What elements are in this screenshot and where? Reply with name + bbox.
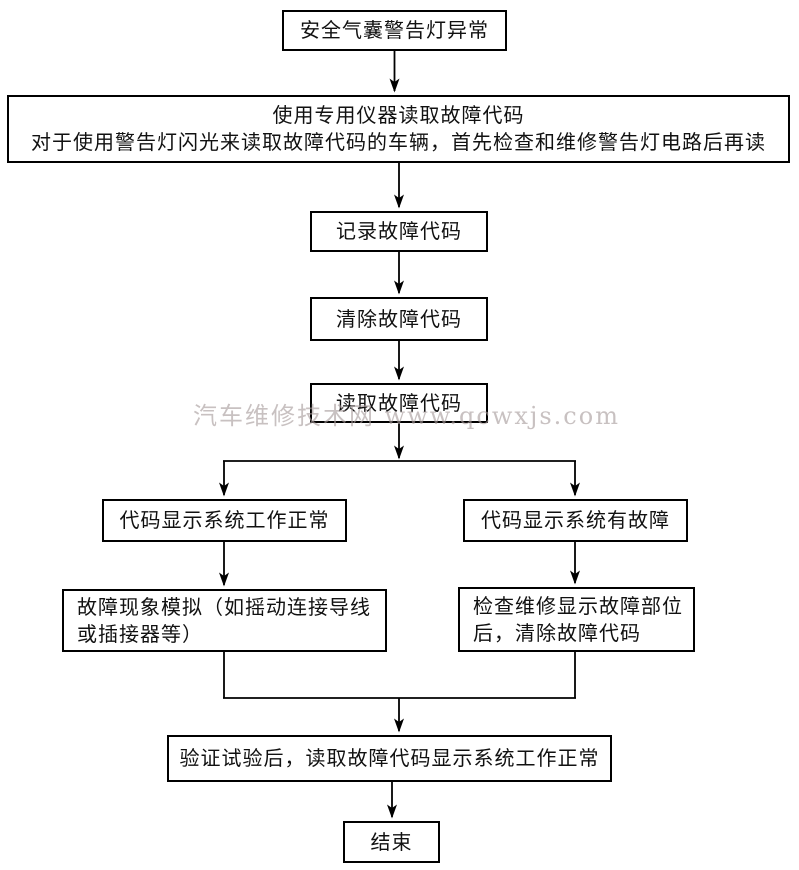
node-read-line2: 对于使用警告灯闪光来读取故障代码的车辆，首先检查和维修警告灯电路后再读 [31, 130, 766, 154]
node-code-fault: 代码显示系统有故障 [463, 499, 688, 542]
node-read-line1: 使用专用仪器读取故障代码 [272, 103, 525, 127]
node-start-label: 安全气囊警告灯异常 [300, 18, 489, 42]
node-inspect-repair: 检查维修显示故障部位 后，清除故障代码 [458, 587, 695, 652]
node-inspect-line1: 检查维修显示故障部位 [473, 593, 683, 618]
node-start: 安全气囊警告灯异常 [282, 10, 507, 51]
node-record-label: 记录故障代码 [336, 219, 462, 243]
node-verify-test: 验证试验后，读取故障代码显示系统工作正常 [167, 735, 612, 782]
node-end-label: 结束 [370, 829, 413, 854]
node-record-code: 记录故障代码 [310, 211, 488, 252]
node-reread-label: 读取故障代码 [336, 390, 462, 415]
node-reread-code: 读取故障代码 [310, 383, 488, 423]
node-code-normal: 代码显示系统工作正常 [102, 499, 347, 542]
node-simulate-line1: 故障现象模拟（如摇动连接导线 [77, 594, 371, 619]
node-simulate-line2: 或插接器等） [77, 621, 203, 646]
node-code-normal-label: 代码显示系统工作正常 [119, 508, 330, 532]
node-code-fault-label: 代码显示系统有故障 [481, 508, 670, 532]
node-simulate-fault: 故障现象模拟（如摇动连接导线 或插接器等） [62, 589, 387, 652]
node-read-code-with-tool: 使用专用仪器读取故障代码 对于使用警告灯闪光来读取故障代码的车辆，首先检查和维修… [7, 95, 790, 163]
node-verify-label: 验证试验后，读取故障代码显示系统工作正常 [179, 746, 600, 770]
node-clear-label: 清除故障代码 [336, 306, 462, 331]
node-end: 结束 [343, 821, 440, 863]
node-inspect-line2: 后，清除故障代码 [473, 620, 641, 645]
node-clear-code: 清除故障代码 [310, 297, 488, 341]
